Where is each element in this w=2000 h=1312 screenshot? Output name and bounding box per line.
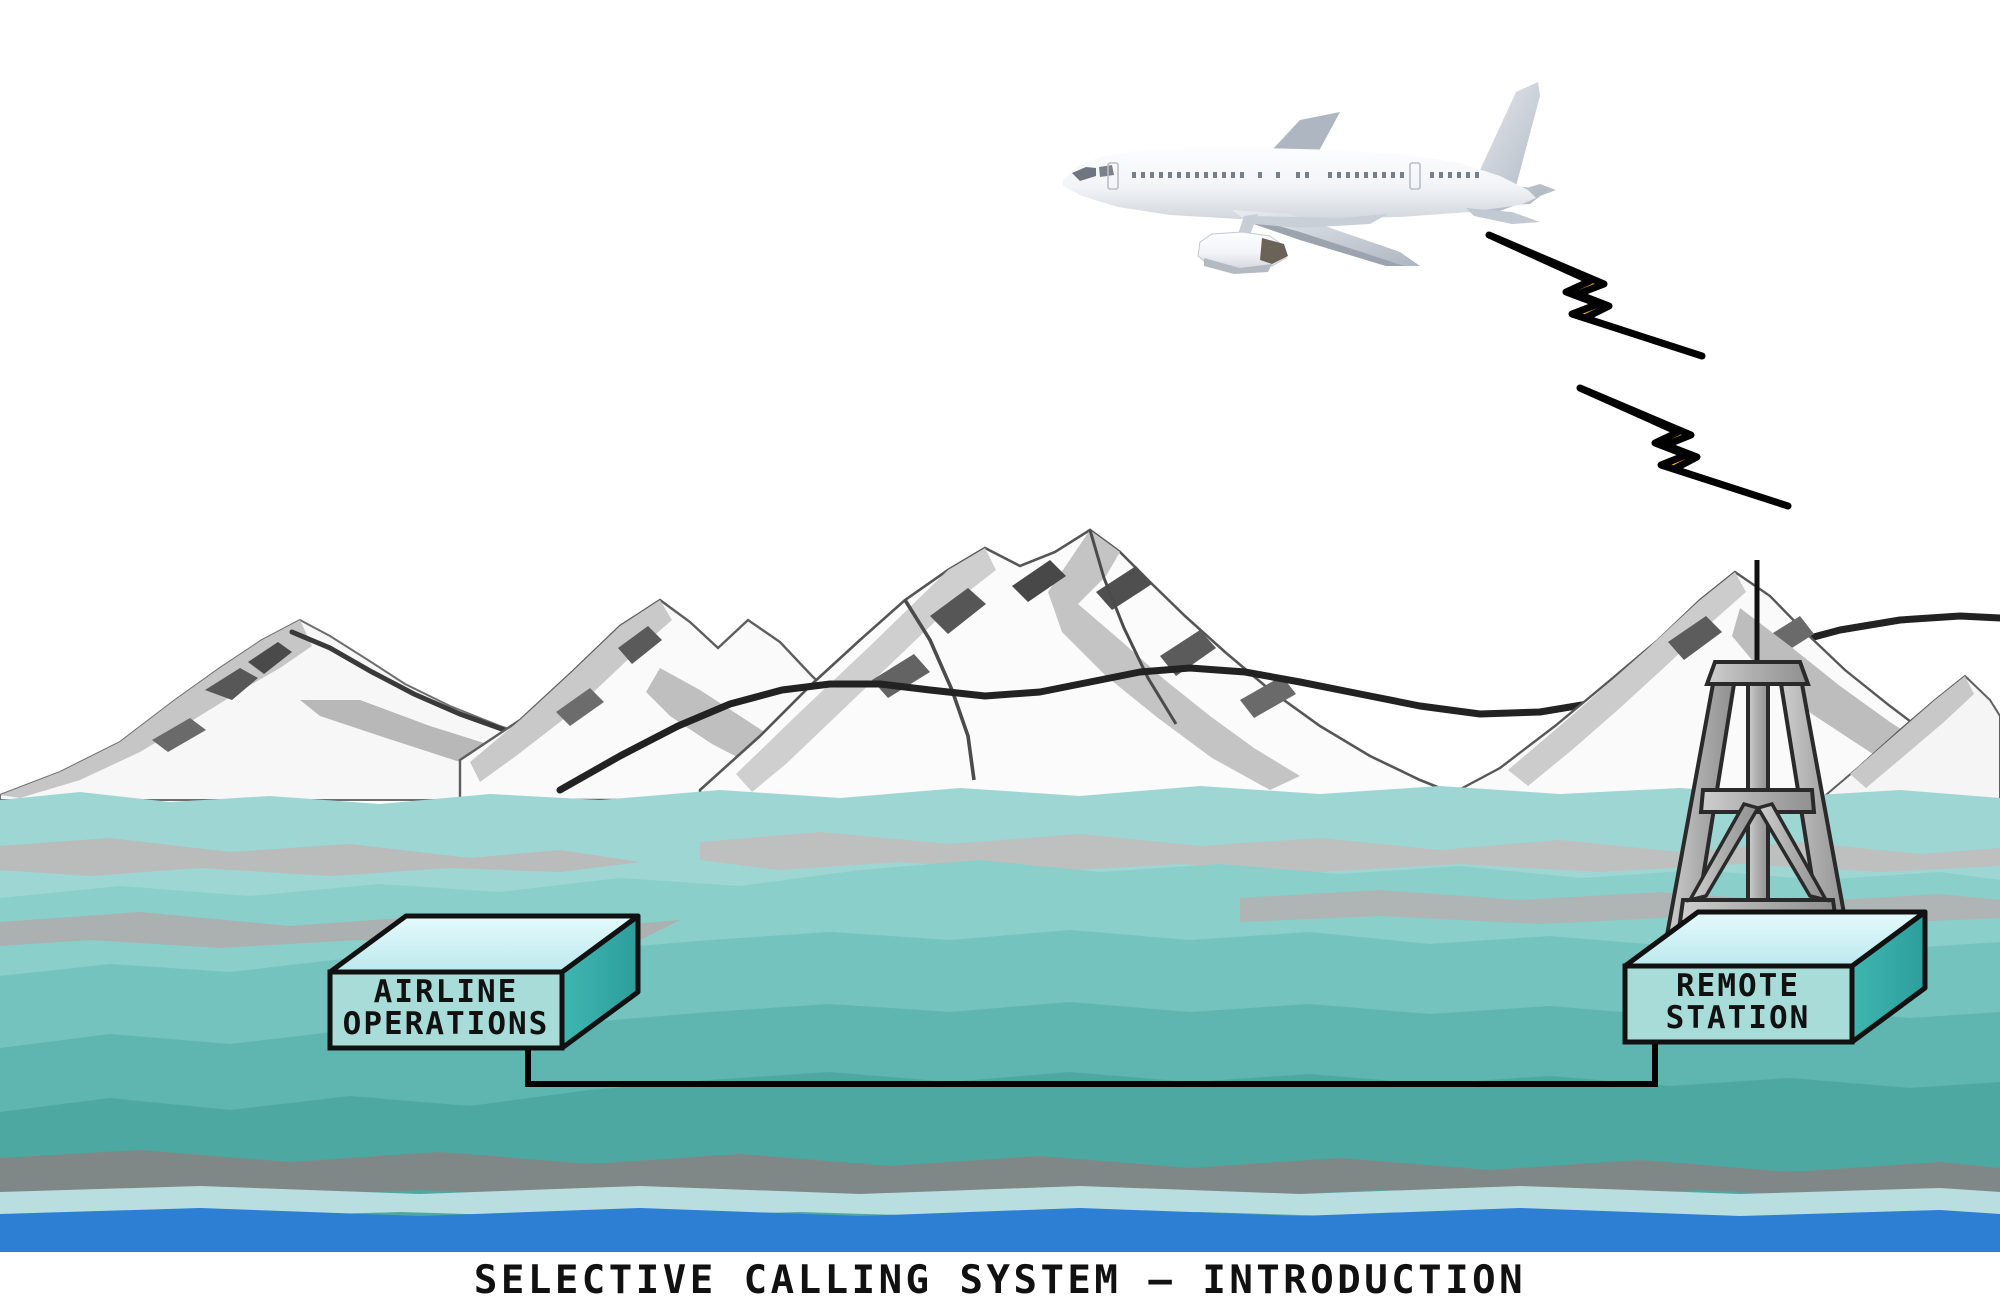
aircraft-door-aft — [1409, 162, 1421, 190]
aircraft-cabin-windows-aft — [1328, 172, 1479, 178]
remote-station-box-front — [1622, 963, 1855, 1045]
aircraft-fuselage — [1063, 148, 1536, 219]
terrain-rock-band-1 — [0, 838, 640, 876]
aircraft-wing-near-shade — [1248, 218, 1404, 266]
mountain-left-rock-a — [205, 668, 258, 700]
aircraft-cockpit-window-2 — [1099, 165, 1114, 177]
mountain-midleft-rock-a — [618, 626, 662, 664]
river — [0, 1208, 2000, 1252]
tower-diagonal-right — [1755, 801, 1830, 903]
mountain-center-shade-right — [1048, 530, 1300, 790]
mountain-left-rock-b — [248, 642, 292, 674]
terrain-rock-band-2 — [700, 832, 2000, 872]
aircraft-belly-fairing — [1250, 214, 1388, 228]
remote-station-node[interactable]: REMOTE STATION — [1622, 909, 1928, 1045]
mountain-center-crevasse-2 — [1088, 529, 1178, 725]
mountain-left-ridge — [289, 629, 513, 735]
bolt-lower-shape — [1576, 384, 1792, 510]
radio-signal-bolt-upper — [1485, 231, 1706, 360]
tower-brace-upper — [1698, 788, 1817, 814]
mountain-center-rock-e — [1160, 630, 1216, 676]
mountain-center-rock-c — [1096, 566, 1152, 610]
mountain-center-rock-f — [1240, 676, 1296, 718]
mountain-left-shade — [0, 620, 312, 798]
tower-top-cap — [1704, 660, 1811, 686]
mountain-midleft-rock-b — [556, 688, 604, 726]
page-title: SELECTIVE CALLING SYSTEM — INTRODUCTION — [474, 1258, 1526, 1303]
aircraft — [1063, 82, 1556, 274]
mountain-right-shade — [1508, 572, 1746, 786]
airline-ops-box-front — [327, 969, 565, 1051]
terrain-shore-band — [0, 1150, 2000, 1198]
mountain-center-rock-b — [1012, 560, 1066, 602]
bolt-upper-shape — [1485, 231, 1706, 360]
aircraft-engine-shade — [1204, 258, 1272, 274]
aircraft-cockpit-window — [1072, 167, 1096, 181]
mountain-far-right-shade — [1850, 676, 1974, 788]
aircraft-engine-exhaust — [1260, 238, 1288, 264]
cable-path — [525, 1042, 1658, 1087]
aircraft-stabilizer-near — [1466, 208, 1540, 224]
remote-station-label-line1: REMOTE — [1676, 968, 1800, 1004]
radio-signal-bolt-lower — [1576, 384, 1792, 510]
aircraft-door-forward — [1107, 162, 1119, 190]
mountain-center-rock-a — [930, 588, 986, 634]
mountain-right-rock-a — [1668, 616, 1722, 660]
airline-ops-label-line1: AIRLINE — [374, 974, 519, 1010]
mountain-center-shade-left — [736, 548, 996, 792]
airline-ops-label-line2: OPERATIONS — [343, 1006, 550, 1042]
ground-data-link-cable — [525, 1042, 1658, 1087]
aircraft-cabin-windows-forward — [1132, 172, 1309, 178]
airline-operations-node[interactable]: AIRLINE OPERATIONS — [327, 913, 641, 1051]
remote-station-label-line2: STATION — [1666, 1000, 1811, 1036]
mountain-right-grey — [1732, 608, 1990, 790]
mountain-left-rock-c — [152, 718, 206, 752]
